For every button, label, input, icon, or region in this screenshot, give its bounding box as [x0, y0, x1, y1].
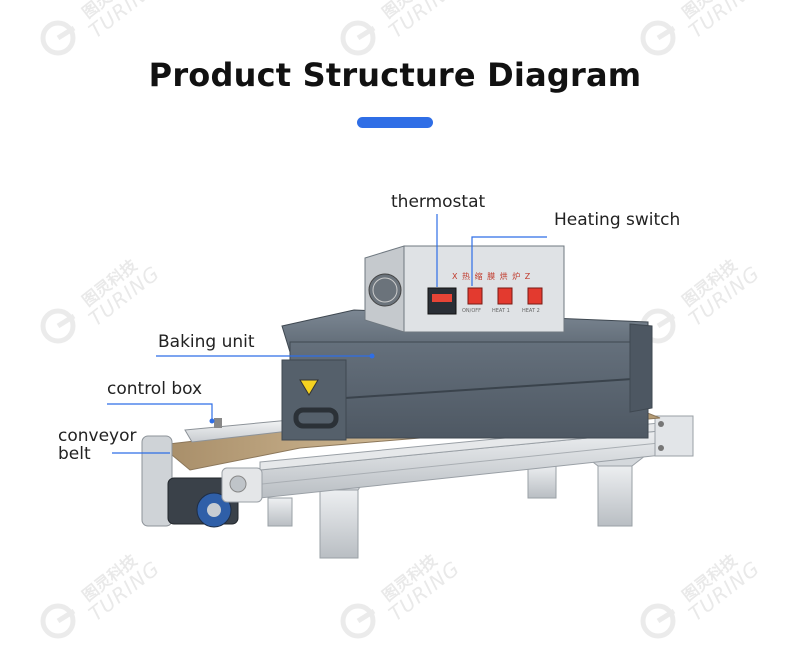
callout-lines — [107, 214, 547, 454]
turing-logo-icon — [340, 603, 376, 639]
label-conveyor: conveyor — [58, 426, 137, 446]
label-control-box: control box — [107, 379, 203, 399]
switch-caption-2: HEAT 1 — [492, 308, 510, 314]
callout-control-box — [107, 403, 213, 421]
label-thermostat: thermostat — [391, 192, 486, 212]
watermark: 图灵科技 TURING — [340, 551, 464, 655]
page-title: Product Structure Diagram — [148, 56, 642, 94]
callout-heating-switch — [471, 236, 547, 286]
heat-switch-2 — [527, 287, 543, 305]
switch-caption-3: HEAT 2 — [522, 308, 540, 314]
watermark: 图灵科技 TURING — [340, 0, 464, 72]
drive-motor — [167, 467, 263, 528]
turing-logo-icon — [340, 20, 376, 56]
heater-control-panel — [364, 245, 565, 333]
turing-logo-icon — [40, 603, 76, 639]
turing-logo-icon — [40, 20, 76, 56]
label-baking-unit: Baking unit — [158, 332, 255, 352]
label-belt: belt — [58, 444, 91, 464]
turing-logo-icon — [640, 20, 676, 56]
watermark: 图灵科技 TURING — [640, 0, 764, 72]
watermark: 图灵科技 TURING — [40, 551, 164, 655]
turing-logo-icon — [40, 308, 76, 344]
watermark: 图灵科技 TURING — [640, 551, 764, 655]
panel-header-text: X 热 缩 膜 烘 炉 Z — [452, 272, 532, 281]
watermark: 图灵科技 TURING — [40, 256, 164, 360]
heat-switch-1 — [497, 287, 513, 305]
watermark: 图灵科技 TURING — [40, 0, 164, 72]
title-underline — [357, 117, 433, 128]
turing-logo-icon — [640, 603, 676, 639]
power-switch — [467, 287, 483, 305]
switch-caption-1: ON/OFF — [462, 308, 482, 314]
label-heating-switch: Heating switch — [554, 210, 681, 230]
